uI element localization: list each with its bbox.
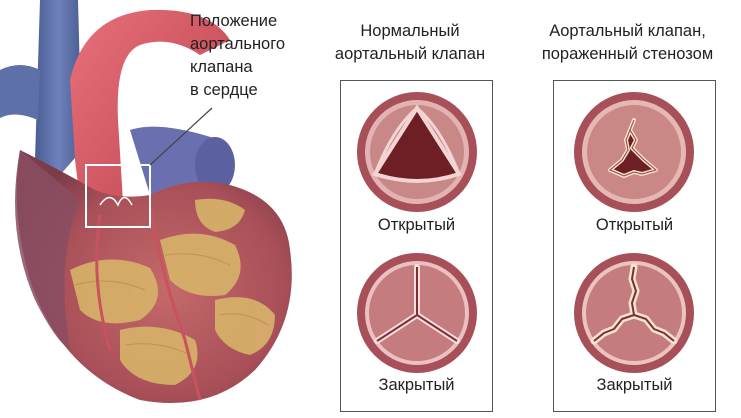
valve-position-callout: Положение аортального клапана в сердце [190, 10, 310, 102]
normal-valve-closed [353, 249, 481, 377]
title-line: Аортальный клапан, [515, 20, 740, 43]
stenosis-valve-closed [570, 249, 698, 377]
callout-line: в сердце [190, 79, 310, 102]
stenosis-valve-panel: Открытый Закрытый [553, 80, 716, 412]
callout-line: аортального [190, 33, 310, 56]
title-line: Нормальный [305, 20, 515, 43]
stenosis-closed-label: Закрытый [554, 376, 715, 395]
normal-open-label: Открытый [341, 216, 492, 235]
stenosis-valve-open [570, 88, 698, 216]
callout-line: Положение [190, 10, 310, 33]
normal-closed-label: Закрытый [341, 376, 492, 395]
stenosis-valve-title: Аортальный клапан, пораженный стенозом [515, 20, 740, 66]
left-vessel [0, 65, 40, 120]
title-line: пораженный стенозом [515, 43, 740, 66]
normal-valve-open [353, 88, 481, 216]
normal-valve-panel: Открытый Закрытый [340, 80, 493, 412]
normal-valve-title: Нормальный аортальный клапан [305, 20, 515, 66]
stenosis-open-label: Открытый [554, 216, 715, 235]
callout-line: клапана [190, 56, 310, 79]
title-line: аортальный клапан [305, 43, 515, 66]
